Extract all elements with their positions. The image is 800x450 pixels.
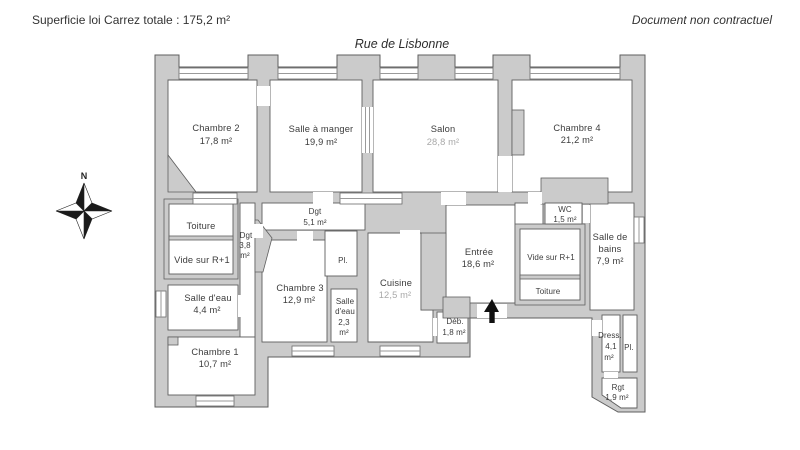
left-void-divider: [168, 235, 234, 241]
door-opening: [583, 205, 590, 223]
window: [529, 67, 621, 80]
window: [633, 216, 645, 244]
room-label-toiture-left: Toiture: [187, 221, 216, 231]
chimney-wall: [420, 232, 447, 311]
door-opening: [257, 86, 270, 106]
room-salon-floor: [372, 79, 499, 193]
window: [454, 67, 494, 80]
door-opening: [441, 192, 466, 205]
wc-corridor-floor: [514, 202, 544, 226]
room-chambre-4-floor: [511, 79, 633, 193]
room-chambre-2-floor: [167, 79, 258, 193]
total-surface-label: Superficie loi Carrez totale : 175,2 m²: [32, 13, 230, 27]
room-salle-a-manger-floor: [269, 79, 363, 193]
door-opening: [498, 156, 512, 192]
chambre-2-chamfer-wall: [167, 153, 197, 193]
door-opening: [238, 295, 242, 317]
entrance-arrow-icon: [484, 299, 499, 323]
wall-details: [167, 109, 609, 346]
door-opening: [400, 230, 420, 234]
wc-flue-wall: [540, 177, 609, 205]
window: [277, 67, 338, 80]
windows: [155, 67, 645, 407]
room-chambre-3-floor: [261, 239, 328, 343]
right-void-divider: [519, 274, 581, 280]
window: [379, 345, 421, 357]
right-void-box: [519, 228, 581, 301]
room-rgt-floor: [601, 377, 638, 409]
window: [192, 192, 238, 205]
corridor-dgt-51-floor: [261, 202, 366, 231]
door-opening: [433, 318, 437, 336]
room-label-toiture-right: Toiture: [536, 287, 561, 296]
room-label-deb: Déb.1,8 m²: [442, 317, 466, 337]
door-opening: [313, 192, 333, 205]
compass-icon: N: [55, 171, 113, 240]
window: [155, 290, 167, 318]
room-label-pl-left: Pl.: [338, 256, 348, 265]
door-opening: [297, 231, 313, 241]
room-label-vide-right: Vide sur R+1: [527, 253, 575, 262]
salle-eau-23-box: [330, 288, 358, 343]
door-opening: [253, 224, 263, 238]
door-openings: [238, 86, 618, 378]
chambre-4-flue-bump: [511, 109, 525, 156]
room-salle-de-bains-floor: [589, 202, 635, 311]
door-opening: [604, 372, 618, 378]
window: [178, 67, 249, 80]
window: [291, 345, 335, 357]
corridor-dgt-38-floor: [239, 202, 256, 338]
pl-left-box: [324, 230, 358, 277]
compass-north-label: N: [81, 171, 88, 181]
street-label: Rue de Lisbonne: [355, 37, 450, 51]
window: [379, 67, 419, 80]
room-chambre-1-floor: [167, 336, 256, 396]
void-boxes: [163, 198, 586, 343]
window: [339, 192, 403, 205]
disclaimer-label: Document non contractuel: [632, 13, 772, 27]
chambre-1-corner-wall: [167, 336, 179, 346]
chimney-base-wall: [442, 296, 471, 319]
door-opening: [362, 107, 373, 153]
room-entree-floor: [445, 204, 516, 304]
window: [195, 395, 235, 407]
room-label-vide-left: Vide sur R+1: [174, 255, 230, 265]
room-label-pl-right: Pl.: [624, 343, 634, 352]
wc-box: [544, 202, 583, 225]
door-opening: [528, 192, 542, 204]
door-opening: [592, 320, 602, 336]
room-pl-right-floor: [622, 314, 638, 373]
room-floors: [167, 79, 638, 409]
